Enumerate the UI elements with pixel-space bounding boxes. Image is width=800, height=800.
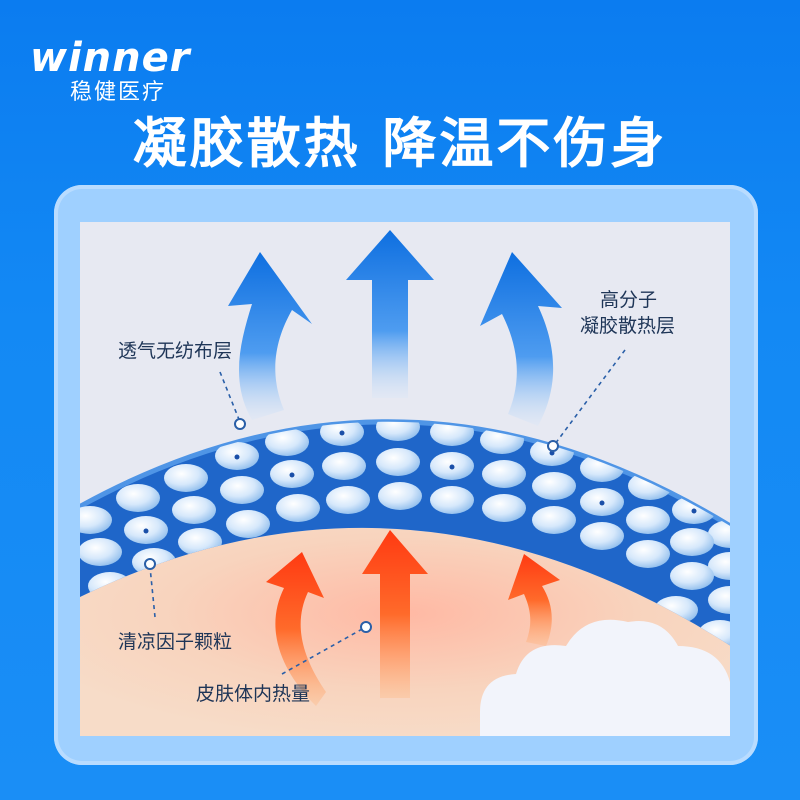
leader-lines <box>149 349 626 675</box>
heat-dissipation-arrows <box>228 230 562 426</box>
left-heat-arrow-icon <box>266 552 326 706</box>
right-heat-arrow-icon <box>508 554 560 646</box>
diagram-panel: 透气无纺布层 高分子 凝胶散热层 清凉因子颗粒 皮肤体内热量 <box>80 222 730 736</box>
center-up-arrow-icon <box>346 230 434 398</box>
right-curved-arrow-icon <box>480 252 562 426</box>
label-nonwoven-layer: 透气无纺布层 <box>118 340 233 362</box>
left-curved-arrow-icon <box>228 252 312 420</box>
body-heat-arrows <box>266 530 560 706</box>
brand-name-en: winner <box>30 35 191 81</box>
center-heat-arrow-icon <box>362 530 428 698</box>
label-gel-layer-line2: 凝胶散热层 <box>580 315 676 337</box>
label-body-heat: 皮肤体内热量 <box>196 683 311 705</box>
cloud-icon <box>480 619 730 736</box>
brand-logo: winner 稳健医疗 <box>30 38 190 106</box>
brand-name-cn: 稳健医疗 <box>70 80 167 105</box>
label-cooling-particles: 清凉因子颗粒 <box>118 631 233 653</box>
label-gel-layer-line1: 高分子 <box>600 289 658 311</box>
leader-dots <box>144 418 559 633</box>
diagram-canvas <box>80 222 730 736</box>
headline: 凝胶散热 降温不伤身 <box>132 112 668 175</box>
